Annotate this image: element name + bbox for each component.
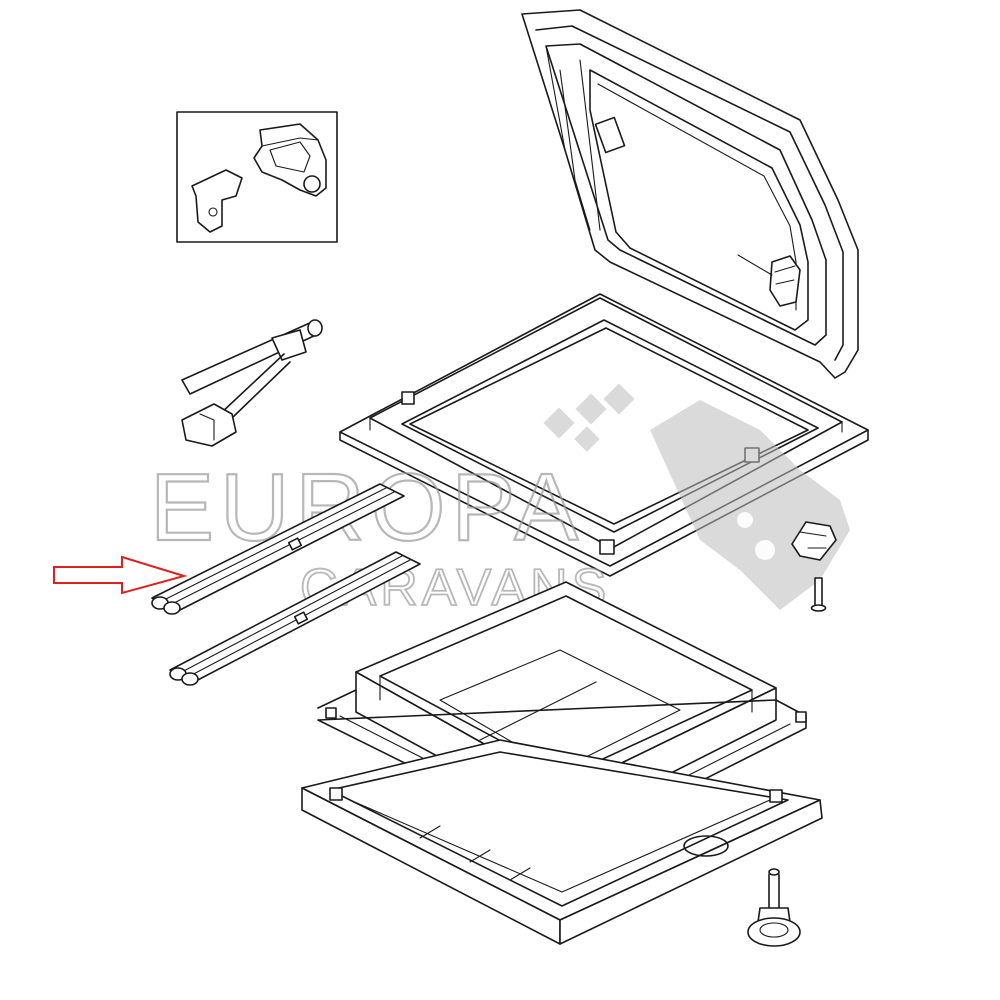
watermark: EUROPA CARAVANS: [149, 383, 850, 618]
support-arm-part: [181, 319, 323, 447]
highlight-arrow: [53, 555, 188, 595]
seal-strip-lower: [169, 551, 421, 686]
seal-strip-upper: [151, 483, 405, 615]
trim-frame-part: [301, 739, 823, 945]
screw-part: [810, 577, 827, 612]
bracket-inset: [176, 111, 338, 243]
clip-part: [791, 521, 837, 561]
lid-part: [521, 9, 859, 379]
knob-part: [747, 868, 801, 947]
